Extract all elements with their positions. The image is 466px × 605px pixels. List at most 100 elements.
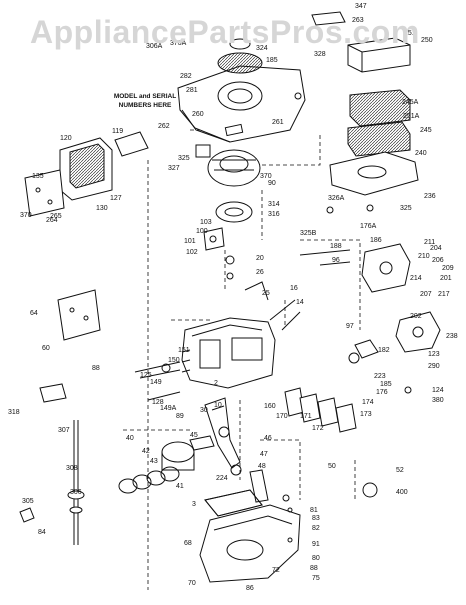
model-serial-note-line-1: MODEL and SERIAL <box>113 93 177 100</box>
muffler <box>24 131 149 217</box>
part-label: 370 <box>20 212 32 219</box>
part-label: 20 <box>256 255 264 262</box>
part-label: 185 <box>380 381 392 388</box>
part-label: 130 <box>96 205 108 212</box>
piston <box>161 441 195 471</box>
stator-coil <box>195 144 261 223</box>
part-label: 82 <box>312 525 320 532</box>
part-label: 210 <box>418 253 430 260</box>
part-label: 70 <box>188 580 196 587</box>
part-label: 90 <box>268 180 276 187</box>
flywheel-screen <box>217 38 263 74</box>
cylinder-block <box>181 317 276 389</box>
part-label: 26 <box>256 269 264 276</box>
part-label: 48 <box>258 463 266 470</box>
sump-gasket <box>204 489 263 517</box>
part-label: 60 <box>42 345 50 352</box>
part-label: 204 <box>430 245 442 252</box>
part-label: 41 <box>176 483 184 490</box>
part-label: 25 <box>262 290 270 297</box>
part-label: 239 <box>0 0 12 2</box>
part-label: 3 <box>192 501 196 508</box>
part-label: 46 <box>264 435 272 442</box>
part-label: 75 <box>312 575 320 582</box>
part-label: 88 <box>310 565 318 572</box>
part-label: 171 <box>300 413 312 420</box>
part-label: 264 <box>46 217 58 224</box>
part-label: 324 <box>256 45 268 52</box>
part-label: 290 <box>428 363 440 370</box>
part-label: 2 <box>214 380 218 387</box>
part-label: 123 <box>428 351 440 358</box>
part-label: 185 <box>266 57 278 64</box>
part-label: 236 <box>424 193 436 200</box>
part-label: 325B <box>300 230 317 237</box>
part-label: 380 <box>432 397 444 404</box>
part-label: 120 <box>60 135 72 142</box>
part-label: 207 <box>420 291 432 298</box>
part-label: 50 <box>328 463 336 470</box>
part-label: 182 <box>378 347 390 354</box>
intake-gaskets <box>284 387 357 433</box>
piston-rings <box>118 466 180 494</box>
oil-sump <box>199 489 301 583</box>
part-label: 173 <box>360 411 372 418</box>
part-label: 30 <box>200 407 208 414</box>
part-label: 47 <box>260 451 268 458</box>
fasteners <box>225 92 412 543</box>
part-label: 217 <box>438 291 450 298</box>
part-label: 119 <box>112 128 123 135</box>
part-label: 72 <box>272 567 280 574</box>
part-label: 262 <box>158 123 170 130</box>
part-label: 206 <box>432 257 444 264</box>
part-label: 91 <box>312 541 320 548</box>
part-label: 80 <box>312 555 320 562</box>
part-label: 81 <box>310 507 318 514</box>
part-label: 214 <box>410 275 422 282</box>
part-label: 325 <box>400 205 412 212</box>
part-label: 224 <box>216 475 228 482</box>
part-label: 86 <box>246 585 254 592</box>
part-label: 282 <box>180 73 192 80</box>
part-label: 84 <box>38 529 46 536</box>
air-cleaner-cover <box>311 11 411 73</box>
model-serial-note: MODEL and SERIAL NUMBERS HERE <box>90 92 200 110</box>
part-label: 326A <box>328 195 345 202</box>
model-serial-note-line-2: NUMBERS HERE <box>118 102 172 109</box>
part-label: 97 <box>346 323 354 330</box>
part-label: 281 <box>186 87 198 94</box>
part-label: 89 <box>176 413 184 420</box>
part-label: 238 <box>446 333 458 340</box>
governor-linkage <box>244 281 379 359</box>
part-label: 347 <box>355 3 367 10</box>
part-label: 160 <box>264 403 276 410</box>
part-label: 170 <box>276 413 288 420</box>
part-label: 245 <box>420 127 432 134</box>
part-label: 202 <box>410 313 422 320</box>
part-label: 307 <box>58 427 70 434</box>
part-label: 245A <box>402 99 419 106</box>
ignition-module <box>203 227 225 251</box>
part-label: 186 <box>370 237 382 244</box>
part-label: 125 <box>140 372 152 379</box>
part-label: 240 <box>415 150 427 157</box>
part-label: 265 <box>50 213 62 220</box>
part-label: 40 <box>126 435 134 442</box>
connecting-rod <box>189 435 269 503</box>
part-label: 314 <box>268 201 280 208</box>
part-label: 68 <box>184 540 192 547</box>
crankshaft <box>204 397 241 469</box>
part-label: 102 <box>186 249 198 256</box>
part-label: 316 <box>268 211 280 218</box>
part-label: 188 <box>330 243 342 250</box>
part-label: 251 <box>404 30 416 37</box>
part-label: 325 <box>178 155 190 162</box>
part-label: 100 <box>196 228 208 235</box>
part-label: 176A <box>360 223 377 230</box>
part-label: 16 <box>290 285 298 292</box>
part-label: 172 <box>312 425 324 432</box>
air-cleaner-base <box>329 151 419 196</box>
